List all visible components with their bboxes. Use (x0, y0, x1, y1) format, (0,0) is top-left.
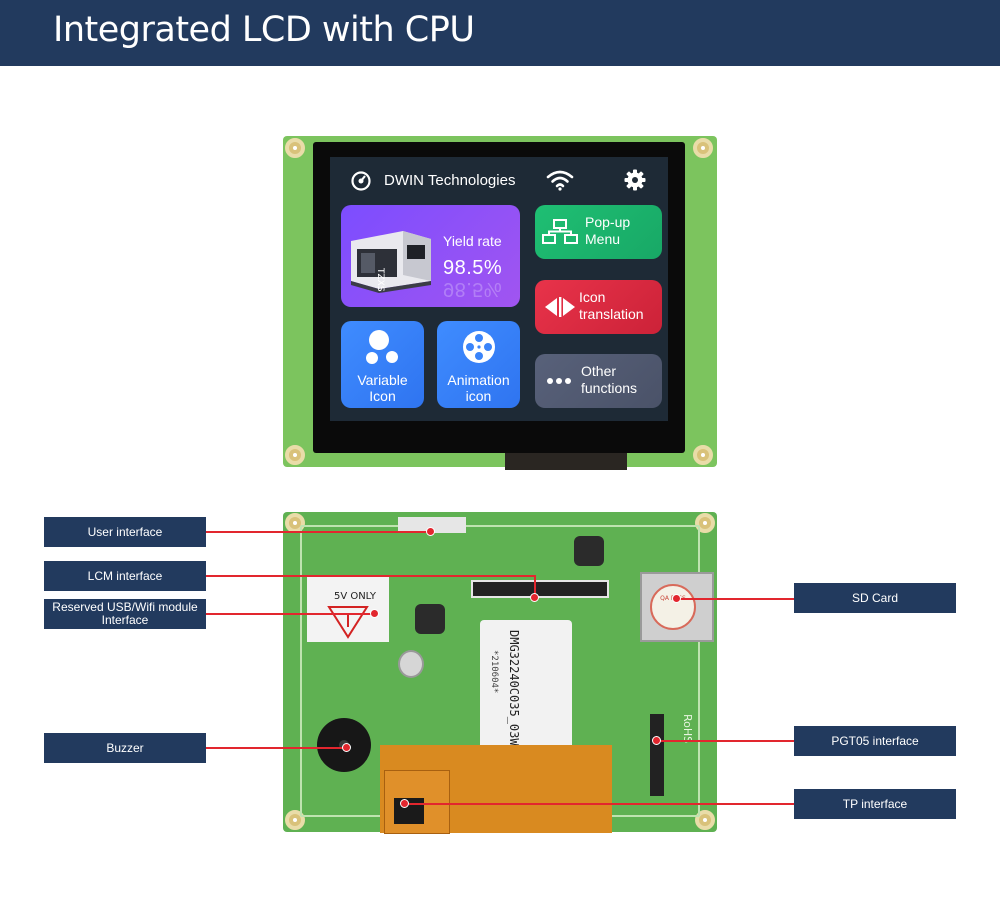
lcm-connector (471, 580, 609, 598)
qa-pass-sticker: QA PASS (650, 584, 696, 630)
icon-translation-text: Icon translation (579, 289, 644, 322)
yield-rate-value: 98.5% (443, 257, 503, 279)
callout-buzzer: Buzzer (44, 733, 206, 763)
wifi-icon[interactable] (546, 169, 574, 191)
popup-menu-tile[interactable]: Pop-up Menu (535, 205, 662, 259)
marker-lcm-interface (530, 593, 539, 602)
inductor (415, 604, 445, 634)
svg-text:5V ONLY: 5V ONLY (334, 591, 377, 602)
model-sticker: DMG32240C035_03WTC *210604* (480, 620, 572, 758)
icon-translation-tile[interactable]: Icon translation (535, 280, 662, 334)
lcd-screen: DWIN Technologies TZXS (330, 157, 668, 421)
variable-icon-tile[interactable]: Variable Icon (341, 321, 424, 408)
mounting-hole (285, 138, 305, 158)
warning-triangle-icon: 5V ONLY (327, 591, 377, 639)
user-interface-connector (398, 517, 466, 533)
screen-header: DWIN Technologies (330, 157, 668, 201)
callout-lcm-interface: LCM interface (44, 561, 206, 591)
page-title: Integrated LCD with CPU (53, 10, 475, 50)
marker-sd-card (672, 594, 681, 603)
yield-rate-reflection: 98.5% (443, 278, 503, 300)
marker-usb-wifi (370, 609, 379, 618)
svg-text:TZXS: TZXS (375, 267, 385, 292)
mounting-hole (693, 138, 713, 158)
pgt05-pin-header (650, 714, 664, 796)
yield-rate-tile[interactable]: TZXS Yield rate 98.5% 98.5% (341, 205, 520, 307)
header-banner: Integrated LCD with CPU (0, 0, 1000, 66)
marker-buzzer (342, 743, 351, 752)
leader-tp-interface (404, 803, 794, 805)
cnc-machine-icon: TZXS (351, 231, 431, 293)
leader-lcm-interface (206, 575, 536, 577)
film-reel-icon (463, 331, 495, 363)
leader-sd-card (676, 598, 794, 600)
svg-text:DMG32240C035_03WTC: DMG32240C035_03WTC (507, 630, 521, 758)
mounting-hole (695, 513, 715, 533)
leader-lcm-drop (534, 575, 536, 597)
bubbles-icon (366, 330, 398, 364)
marker-user-interface (426, 527, 435, 536)
mounting-hole (285, 445, 305, 465)
mounting-hole (695, 810, 715, 830)
brand-name: DWIN Technologies (384, 172, 516, 189)
callout-tp-interface: TP interface (794, 789, 956, 819)
svg-text:RoHS: RoHS (681, 714, 694, 743)
mounting-hole (693, 445, 713, 465)
leader-user-interface (206, 531, 430, 533)
tp-controller-chip (394, 798, 424, 824)
animation-icon-text: Animation icon (447, 372, 510, 404)
leader-buzzer (206, 747, 346, 749)
gear-icon[interactable] (624, 169, 646, 191)
sitemap-icon (542, 219, 578, 244)
split-arrows-icon (545, 297, 575, 317)
other-functions-tile[interactable]: Other functions (535, 354, 662, 408)
gauge-icon (351, 171, 371, 191)
marker-pgt05 (652, 736, 661, 745)
capacitor (398, 650, 424, 678)
variable-icon-text: Variable Icon (357, 372, 408, 404)
svg-text:*210604*: *210604* (489, 650, 499, 693)
callout-sd-card: SD Card (794, 583, 956, 613)
popup-menu-text: Pop-up Menu (585, 214, 631, 247)
callout-pgt05: PGT05 interface (794, 726, 956, 756)
animation-icon-tile[interactable]: Animation icon (437, 321, 520, 408)
other-functions-text: Other functions (581, 363, 638, 396)
yield-rate-label: Yield rate (443, 233, 502, 249)
inductor (574, 536, 604, 566)
rohs-mark: RoHS (681, 714, 694, 743)
display-flex-tail (505, 452, 627, 470)
leader-pgt05 (656, 740, 794, 742)
more-dots-icon (547, 378, 571, 384)
marker-tp-interface (400, 799, 409, 808)
callout-user-interface: User interface (44, 517, 206, 547)
leader-usb-wifi (206, 613, 374, 615)
